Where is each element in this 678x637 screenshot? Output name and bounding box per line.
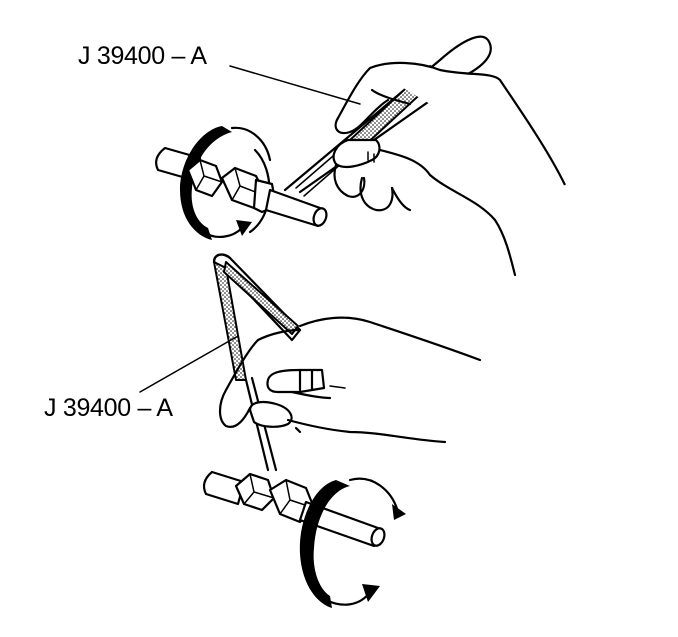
callout-label-bottom: J 39400 – A <box>44 394 173 422</box>
bottom-tool-j39400 <box>212 253 302 472</box>
bottom-pipe-left <box>202 470 246 506</box>
callout-label-top: J 39400 – A <box>78 42 207 70</box>
top-rotation-arrow <box>202 226 244 238</box>
bottom-rotation-disc <box>299 480 350 608</box>
top-rotation-disc <box>180 126 232 240</box>
bottom-rotation-ring <box>348 477 400 514</box>
bottom-rotation-arrow <box>324 590 372 606</box>
top-callout-leader <box>229 65 361 105</box>
top-fitting <box>186 158 278 214</box>
bottom-callout-leader <box>139 335 239 393</box>
top-hand <box>332 61 566 277</box>
top-assembly <box>155 35 566 277</box>
top-rotation-disc-edge <box>230 126 272 162</box>
bottom-hand <box>218 316 482 444</box>
bottom-assembly <box>202 253 482 608</box>
